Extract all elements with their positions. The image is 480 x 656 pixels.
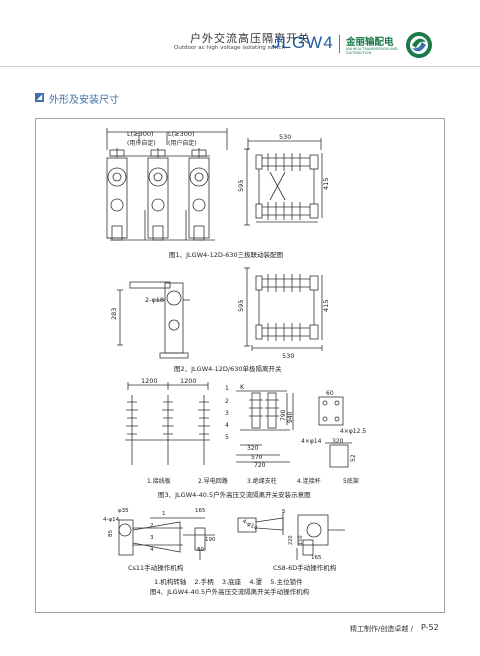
fig4-cs8-label: CS8-6D手动操作机构 [273, 563, 337, 572]
fig1-side-view [244, 138, 323, 226]
fig4-dim-80: 80 [197, 547, 204, 553]
fig2-caption: 图2、JLGW4-12D/630单极隔离开关 [174, 364, 282, 373]
fig4-num-4: 4 [150, 547, 154, 553]
fig1-dim-l2: L(≥300) [168, 130, 195, 138]
fig3-legend-1: 1.接线板 [147, 477, 171, 485]
fig3-dim-320: 320 [247, 445, 259, 452]
title-cn: 户外交流高压隔离开关 [190, 32, 310, 45]
section-title: 外形及安装尺寸 [49, 95, 119, 106]
fig4-dim-165: 165 [195, 508, 206, 514]
brand-name: 金丽输配电 [346, 37, 394, 48]
fig3-legend-3: 3.绝缘支柱 [247, 477, 277, 485]
fig3-dim-720: 720 [254, 462, 266, 469]
fig1-dim-530: 530 [279, 133, 291, 141]
page-number: P-52 [421, 623, 439, 632]
fig3-dim-1200a: 1200 [141, 377, 158, 385]
fig3-dim-hole-125: 4×φ12.5 [340, 428, 366, 435]
fig3-num-2: 2 [225, 398, 229, 405]
fig2-dim-530: 530 [282, 352, 294, 360]
fig2-side-view [244, 267, 323, 351]
fig4-cs11-mechanism [118, 517, 215, 560]
fig4-num-2: 2 [150, 523, 154, 529]
fig1-caption: 图1、JLGW4-12D-630三极联动装配图 [169, 250, 283, 259]
fig4-caption: 图4、JLGW4-40.5户外高压交流隔离开关手动操作机构 [150, 587, 310, 596]
fig3-dim-940: 940 [287, 411, 294, 423]
fig3-num-3: 3 [225, 410, 229, 417]
fig3-legend-4: 4.连接杆 [297, 477, 321, 485]
fig3-dim-1200b: 1200 [180, 377, 197, 385]
model-name: JLGW4 [272, 33, 334, 52]
fig3-legend-5: 5底架 [343, 477, 359, 485]
fig3-legend-2: 2.导电回路 [198, 477, 228, 485]
page-header: 户外交流高压隔离开关 Outdoor ac high voltage isola… [0, 0, 480, 70]
fig4-dim-165b: 165 [311, 555, 322, 561]
fig2-dim-415: 415 [322, 300, 330, 312]
fig3-dim-60: 60 [326, 390, 334, 397]
fig3-side-view [236, 390, 294, 463]
header-divider [339, 35, 340, 53]
fig2-dim-595: 595 [237, 300, 245, 312]
header-rule [0, 66, 480, 67]
brand-logo-icon [406, 32, 432, 58]
fig3-dim-hole-14: 4×φ14 [301, 438, 322, 445]
fig1-three-pole-view [106, 128, 228, 241]
fig1-dim-l1-note: (用户自定) [127, 139, 156, 147]
fig3-dim-52: 52 [350, 454, 357, 462]
fig2-dim-hole: 2-φ18 [145, 296, 164, 304]
fig3-num-5: 5 [225, 434, 229, 441]
fig4-num-3: 3 [150, 535, 154, 541]
fig3-num-1: 1 [225, 385, 229, 392]
fig1-dim-l1: L(≥300) [127, 130, 154, 138]
fig4-num-1: 1 [162, 511, 166, 517]
fig2-single-pole-front [117, 281, 190, 359]
fig3-three-pole-40kv [125, 382, 210, 465]
drawing-frame [35, 118, 445, 613]
fig1-dim-595: 595 [237, 180, 245, 192]
fig4-dim-150: 150 [298, 535, 304, 545]
fig1-dim-l2-note: (用户自定) [168, 139, 197, 147]
fig3-dim-570: 570 [251, 454, 263, 461]
fig2-dim-283: 283 [110, 308, 118, 320]
fig4-legend: 1.机构转轴 2.手柄 3.底座 4.罩 5.主位锁件 [154, 577, 303, 586]
fig3-dim-320b: 320 [332, 438, 344, 445]
fig3-dim-790: 790 [280, 409, 287, 421]
fig4-cs8-mechanism [237, 512, 345, 560]
title-en: Outdoor ac high voltage isolating switch [174, 45, 286, 51]
fig4-cs8-num-5: 5 [282, 509, 286, 515]
fig4-dim-85: 85 [108, 530, 114, 537]
fig3-num-4: 4 [225, 422, 229, 429]
fig4-dim-35: φ35 [118, 508, 129, 514]
fig4-dim-220: 220 [288, 535, 294, 545]
fig4-dim-190: 190 [205, 537, 216, 543]
fig3-base-plate [318, 396, 352, 468]
fig1-dim-415: 415 [322, 178, 330, 190]
footer-slogan: 精工制作/创造卓越 / [350, 625, 413, 633]
fig4-cs11-label: Cs11手动操作机构 [128, 563, 184, 572]
fig4-dim-hole: 4-φ14 [103, 517, 120, 523]
brand-english: JINLIHUA TRANSMISSION AND DISTRIBUTION [346, 47, 398, 55]
section-marker-icon: ◢ [35, 93, 44, 102]
fig3-label-k: K [240, 383, 245, 391]
fig3-caption: 图3、JLGW4-40.5户外高压交流隔离开关安装示意图 [158, 490, 311, 499]
